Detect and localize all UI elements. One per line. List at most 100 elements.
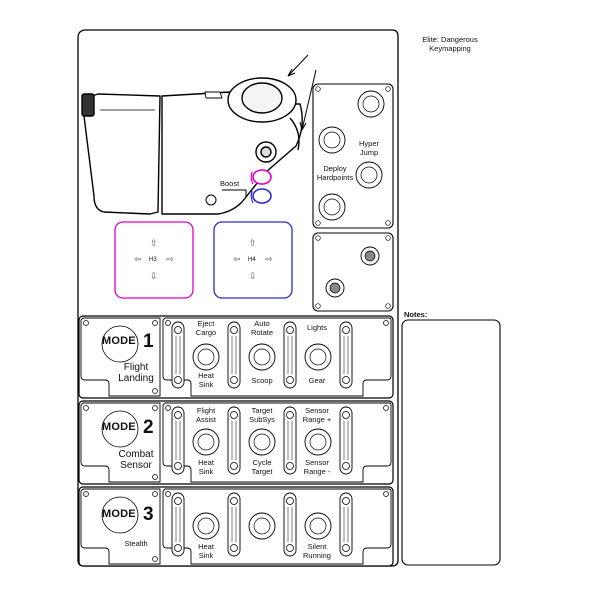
side-panel-lower	[312, 232, 394, 312]
toggle-top-icon	[230, 411, 238, 419]
push-button-cap	[197, 517, 215, 535]
switch-1-top-label: Flight Assist	[195, 406, 216, 424]
toggle-switch	[283, 406, 297, 475]
deploy-hardpoints-label: Deploy Hardpoints	[316, 164, 354, 182]
toggle-bottom-icon	[230, 376, 238, 384]
screw-icon	[152, 556, 158, 562]
switch-2-top-label: Target SubSys	[249, 406, 275, 424]
toggle-switch	[339, 492, 353, 557]
mode-badge-circle	[101, 325, 139, 363]
toggle-top-icon	[230, 497, 238, 505]
mode-number: 1	[143, 331, 154, 352]
toggle-switch	[339, 321, 353, 389]
toggle-top-icon	[286, 497, 294, 505]
toggle-top-icon	[286, 326, 294, 334]
screw-icon	[165, 320, 171, 326]
toggle-switch	[339, 406, 353, 475]
screw-icon	[83, 320, 89, 326]
toggle-top-icon	[342, 411, 350, 419]
button-3-bottom-label: Gear	[308, 376, 326, 385]
hat-up-icon: ⇧	[249, 238, 257, 248]
mode-plate	[80, 488, 161, 565]
mode-name: Flight Landing	[118, 362, 154, 384]
push-button	[304, 512, 332, 540]
switch-1-top-label: Eject Cargo	[195, 319, 217, 337]
toggle-top-icon	[174, 411, 182, 419]
push-button-cap	[309, 517, 327, 535]
toggle-bottom-icon	[342, 544, 350, 552]
mode-number: 3	[143, 504, 154, 525]
mode-word: MODE	[102, 421, 136, 433]
mode-name: Stealth	[124, 539, 148, 548]
toggle-top-icon	[174, 497, 182, 505]
toggle-bottom-icon	[174, 544, 182, 552]
button-3-bottom-label: Silent Running	[303, 542, 331, 560]
toggle-bottom-icon	[286, 544, 294, 552]
toggle-top-icon	[174, 326, 182, 334]
screw-icon	[383, 491, 389, 497]
mode-badge-circle	[101, 410, 139, 448]
toggle-bottom-icon	[230, 544, 238, 552]
screw-icon	[152, 405, 158, 411]
screw-icon	[152, 474, 158, 480]
mode-plate	[80, 402, 161, 483]
button-3-bottom-label: Sensor Range -	[303, 458, 331, 476]
hat-up-icon: ⇧	[150, 238, 158, 248]
toggle-switch	[227, 492, 241, 557]
toggle-bottom-icon	[174, 462, 182, 470]
toggle-switch	[283, 321, 297, 389]
mode-badge-circle	[101, 496, 139, 534]
toggle-switch	[283, 492, 297, 557]
screw-icon	[165, 405, 171, 411]
notes-label: Notes:	[404, 310, 428, 319]
hat-down-icon: ⇩	[150, 271, 158, 281]
hat-h4-box	[213, 221, 293, 299]
toggle-switch	[171, 406, 185, 475]
boost-buttons	[250, 169, 272, 204]
button-2-bottom-label: Cycle Target	[251, 458, 273, 476]
push-button	[248, 428, 276, 456]
toggle-bottom-icon	[230, 462, 238, 470]
screw-icon	[383, 405, 389, 411]
toggle-bottom-icon	[174, 376, 182, 384]
push-button	[248, 512, 276, 540]
screw-icon	[152, 320, 158, 326]
hat-h3-box	[114, 221, 194, 299]
button-2-bottom-label: Scoop	[251, 376, 273, 385]
push-button	[248, 343, 276, 371]
mode-word: MODE	[102, 508, 136, 520]
toggle-bottom-icon	[342, 462, 350, 470]
button-1-bottom-label: Heat Sink	[198, 542, 214, 560]
mode-plate	[80, 317, 161, 397]
hat-h4-label: H4	[248, 257, 256, 263]
throttle-grip	[81, 77, 303, 215]
mode-name: Combat Sensor	[118, 449, 154, 471]
switch-plate	[162, 317, 392, 397]
hat-right-icon: ⇨	[265, 254, 273, 264]
screw-icon	[83, 405, 89, 411]
screw-icon	[152, 491, 158, 497]
push-button-cap	[253, 433, 271, 451]
switch-3-top-label: Sensor Range +	[302, 406, 332, 424]
button-1-bottom-label: Heat Sink	[198, 371, 214, 389]
boost-label: Boost	[220, 179, 240, 188]
hat-left-icon: ⇦	[134, 254, 142, 264]
push-button-cap	[197, 433, 215, 451]
hat-right-icon: ⇨	[166, 254, 174, 264]
notes-box	[401, 319, 501, 566]
push-button-cap	[253, 348, 271, 366]
push-button	[304, 343, 332, 371]
switch-plate	[162, 488, 392, 565]
switch-3-top-label: Lights	[306, 323, 327, 332]
push-button-cap	[253, 517, 271, 535]
toggle-switch	[171, 321, 185, 389]
toggle-top-icon	[286, 411, 294, 419]
toggle-bottom-icon	[342, 376, 350, 384]
toggle-switch	[227, 321, 241, 389]
toggle-bottom-icon	[286, 462, 294, 470]
screw-icon	[165, 491, 171, 497]
screw-icon	[383, 320, 389, 326]
screw-icon	[152, 388, 158, 394]
